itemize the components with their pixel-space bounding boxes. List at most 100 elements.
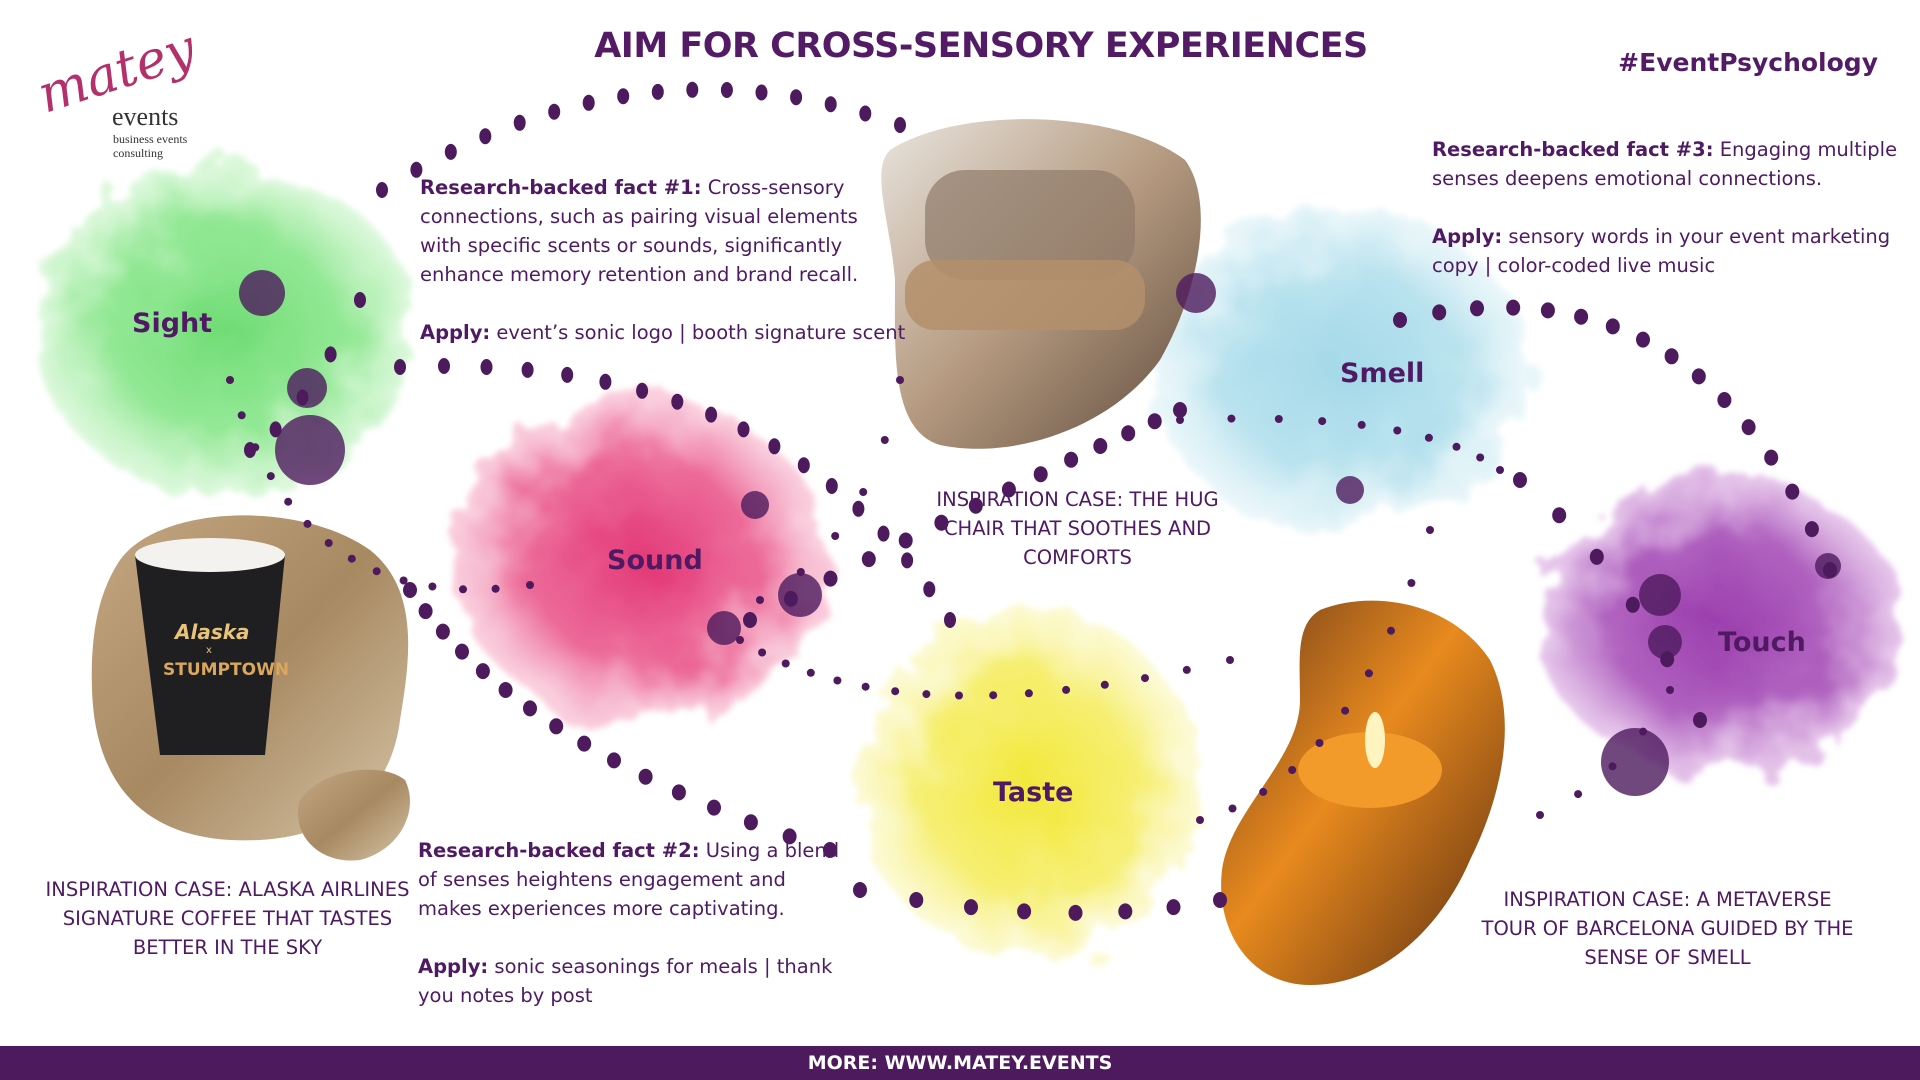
connector-dot	[1176, 416, 1184, 424]
connector-dot	[1552, 507, 1567, 524]
touch-blob	[1540, 475, 1900, 775]
connector-dot	[896, 376, 904, 384]
connector-dot	[1141, 674, 1149, 683]
fact-2-heading: Research-backed fact #2:	[418, 839, 700, 862]
connector-dot	[1173, 402, 1187, 418]
connector-dot	[1068, 904, 1083, 921]
connector-dot	[399, 576, 408, 585]
connector-dot	[1100, 680, 1109, 689]
connector-dot	[823, 570, 838, 587]
connector-dot	[737, 421, 750, 438]
connector-dot	[823, 842, 837, 858]
connector-dot	[475, 663, 490, 680]
connector-dot	[1574, 308, 1589, 325]
connector-dot	[964, 899, 978, 916]
connector-dot	[755, 84, 768, 101]
connector-dot	[1387, 626, 1395, 635]
connector-dot	[756, 596, 764, 604]
connector-dot	[480, 359, 493, 375]
connector-dot	[435, 623, 450, 640]
connector-dot	[403, 582, 417, 598]
label-sound: Sound	[607, 545, 703, 576]
connector-dot	[934, 514, 949, 531]
candle-photo	[1221, 600, 1505, 985]
connector-dot	[582, 94, 595, 111]
connector-dot	[1476, 453, 1485, 462]
connector-dot	[410, 161, 423, 178]
fact-1-heading: Research-backed fact #1:	[420, 176, 702, 199]
fact-2-body: Using a blend of senses heightens engage…	[418, 839, 840, 920]
footer-link[interactable]: MORE: WWW.MATEY.EVENTS	[0, 1046, 1920, 1080]
coffee-cup-photo	[91, 515, 410, 861]
connector-dot	[1064, 451, 1079, 468]
connector-dot	[1407, 579, 1416, 587]
connector-dot	[944, 612, 956, 628]
connector-dot	[428, 582, 437, 591]
connector-dot	[1636, 331, 1650, 348]
connector-dot	[418, 603, 433, 620]
case-chair: INSPIRATION CASE: THE HUG CHAIR THAT SOO…	[936, 488, 1219, 569]
fact-1-apply: event’s sonic logo | booth signature sce…	[496, 321, 906, 344]
connector-bubble	[1176, 273, 1216, 313]
connector-dot	[347, 554, 356, 563]
connector-bubble	[239, 270, 285, 316]
connector-dot	[671, 393, 684, 410]
connector-dot	[455, 643, 469, 660]
connector-dot	[526, 581, 534, 589]
connector-bubble	[275, 415, 345, 485]
connector-dot	[498, 682, 513, 698]
connector-dot	[1393, 426, 1402, 435]
connector-dot	[1625, 596, 1640, 613]
connector-dot	[707, 799, 721, 816]
sight-blob	[35, 165, 415, 495]
connector-dot	[1589, 548, 1604, 565]
connector-dot	[1318, 417, 1327, 426]
fact-1-body: Cross-sensory connections, such as pairi…	[420, 176, 859, 286]
connector-dot	[782, 828, 797, 845]
connector-dot	[1664, 348, 1679, 365]
fact-3-apply-label: Apply:	[1432, 225, 1503, 248]
connector-dot	[1470, 300, 1484, 317]
connector-dot	[1574, 790, 1583, 799]
case-coffee: INSPIRATION CASE: ALASKA AIRLINES SIGNAT…	[45, 878, 410, 959]
connector-dot	[1506, 299, 1521, 316]
connector-dot	[1024, 689, 1033, 698]
label-touch: Touch	[1718, 627, 1806, 658]
connector-dot	[955, 691, 963, 700]
connector-dot	[891, 687, 900, 696]
connector-bubble	[1815, 553, 1841, 579]
connector-dot	[824, 96, 837, 113]
connector-dot	[266, 472, 275, 481]
connector-dot	[1693, 712, 1707, 728]
connector-bubble	[1336, 476, 1364, 504]
connector-dot	[1432, 304, 1447, 321]
connector-dot	[491, 584, 500, 593]
connector-dot	[1513, 472, 1527, 488]
connector-dot	[372, 567, 381, 576]
connector-dot	[577, 735, 592, 752]
connector-dot	[797, 457, 810, 474]
connector-dot	[354, 292, 366, 308]
connector-dot	[1424, 433, 1433, 442]
connector-dot	[549, 718, 564, 735]
connector-bubble	[1601, 728, 1669, 796]
connector-dot	[901, 552, 914, 569]
connector-dot	[922, 690, 931, 699]
connector-dot	[548, 103, 561, 120]
connector-dot	[284, 497, 293, 506]
connector-dot	[894, 117, 906, 133]
connector-dot	[1426, 526, 1434, 534]
hashtag: #EventPsychology	[1618, 48, 1878, 77]
connector-dot	[1001, 481, 1016, 498]
connector-dot	[923, 581, 936, 598]
connector-dot	[859, 105, 872, 122]
connector-dot	[1033, 466, 1048, 483]
connector-dot	[1274, 415, 1283, 423]
dotted-connectors	[226, 81, 1841, 921]
connector-dot	[1357, 420, 1366, 429]
connector-dot	[376, 182, 388, 198]
connector-dot	[743, 612, 757, 628]
label-taste: Taste	[993, 777, 1074, 808]
connector-dot	[521, 361, 534, 378]
